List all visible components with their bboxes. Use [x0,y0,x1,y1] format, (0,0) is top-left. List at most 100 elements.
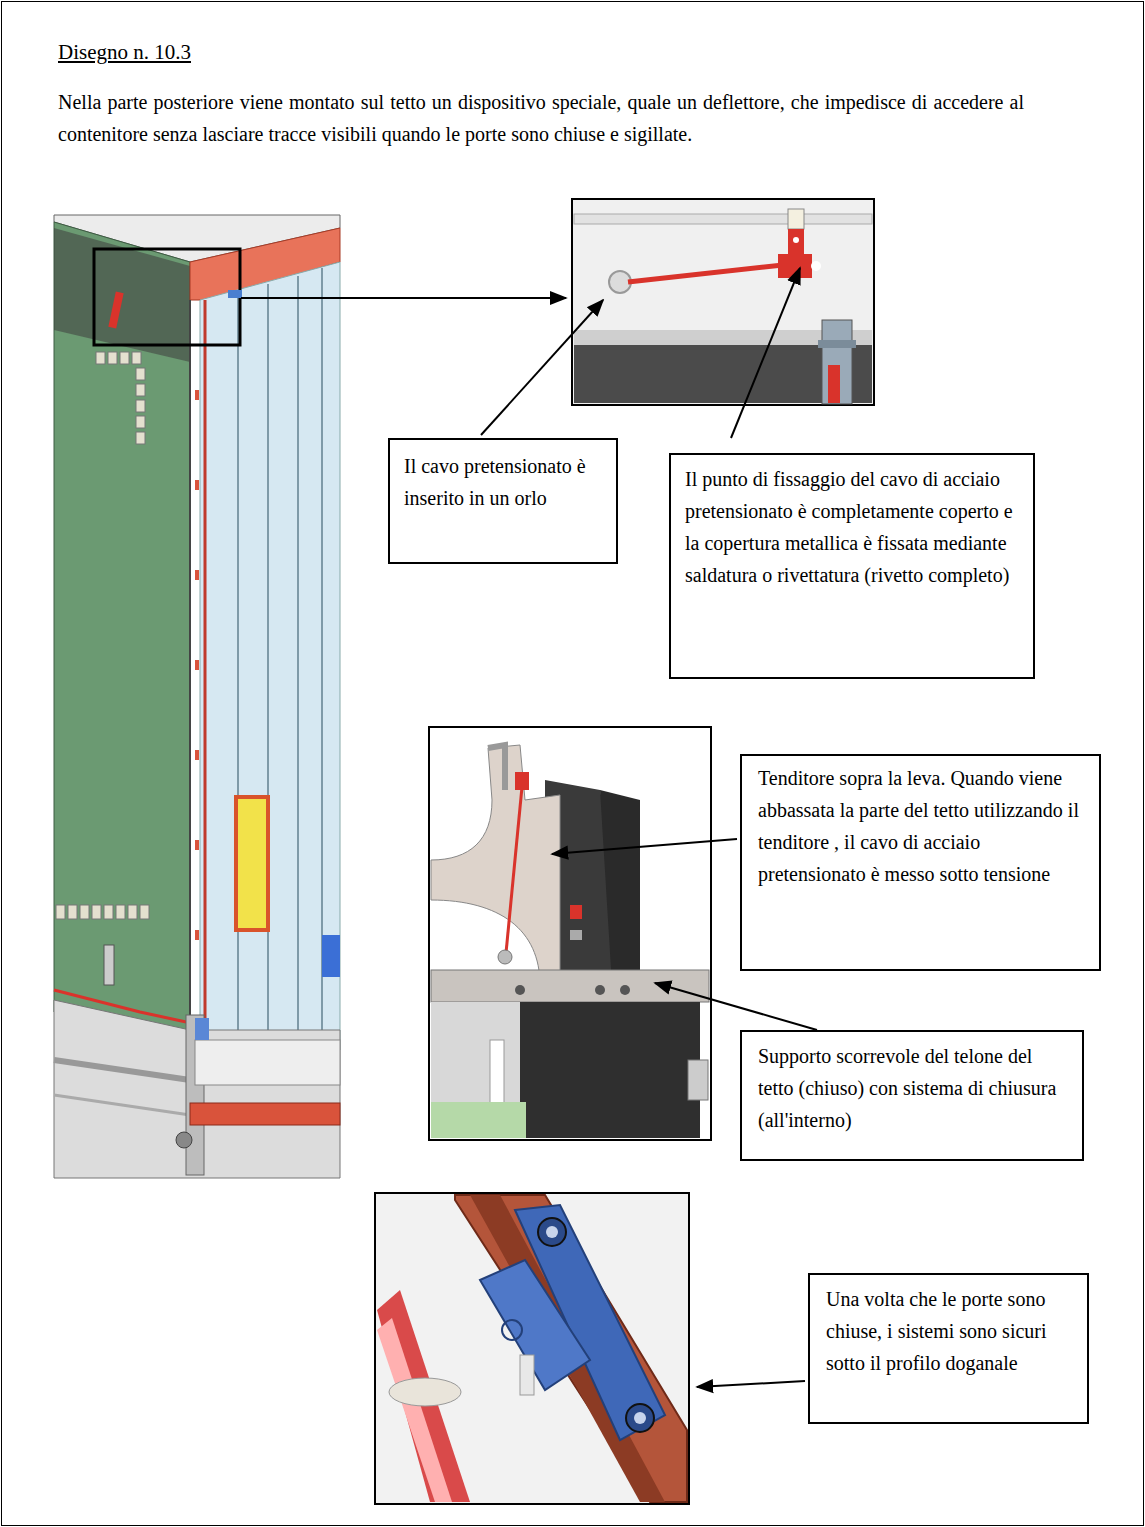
callout-box: Supporto scorrevole del telone del tetto… [740,1030,1084,1161]
drawing-part [431,1002,520,1102]
drawing-part [377,1318,452,1502]
drawing-part [228,290,242,298]
drawing-part [195,390,199,400]
detail-cable-fixing [572,199,874,405]
drawing-part [481,300,603,435]
drawing-part [818,340,856,348]
drawing-part [140,905,149,919]
drawing-part [600,790,640,985]
intro-paragraph: Nella parte posteriore viene montato sul… [58,86,1024,151]
drawing-part [828,365,840,403]
drawing-part [595,985,605,995]
drawing-part [793,237,799,243]
drawing-part [778,254,812,278]
drawing-part [688,1060,708,1100]
drawing-part [574,214,872,224]
drawing-part [498,950,512,964]
drawing-part [136,384,145,396]
drawing-part [520,1355,534,1395]
drawing-part [195,570,199,580]
drawing-title: Disegno n. 10.3 [58,36,191,70]
drawing-part [104,905,113,919]
zoom-arrow [241,297,566,299]
callout-text: Una volta che le porte sono chiuse, i si… [826,1283,1071,1379]
drawing-part [136,432,145,444]
drawing-part [572,199,874,405]
drawing-part [788,209,804,229]
drawing-part [731,268,800,438]
drawing-part [200,262,340,1050]
drawing-part [80,905,89,919]
drawing-part [377,1290,470,1502]
drawing-part [189,300,191,1050]
drawing-part [389,1378,461,1406]
drawing-part [488,745,505,790]
drawing-part [195,660,199,670]
drawing-part [626,1404,654,1432]
drawing-part [54,1095,190,1115]
drawing-part [470,1195,665,1502]
drawing-part [634,1412,646,1424]
trailer-view [54,215,340,1178]
drawing-part [56,352,149,919]
drawing-part [136,400,145,412]
drawing-part [132,352,141,364]
drawing-part [502,1320,522,1340]
drawing-part [195,750,199,760]
drawing-part [54,990,200,1025]
drawing-part [570,905,582,919]
drawing-part [54,1000,340,1178]
drawing-part [297,276,299,1050]
drawing-part [128,905,137,919]
drawing-part [176,1132,192,1148]
drawing-part [56,905,65,919]
drawing-part [628,265,783,282]
drawing-part [431,1102,526,1138]
drawing-part [620,985,630,995]
drawing-part [515,772,529,790]
callout-text: Supporto scorrevole del telone del tetto… [758,1040,1066,1136]
callout-box: Il cavo pretensionato è inserito in un o… [388,438,618,564]
drawing-part [506,787,522,953]
drawing-part [455,1195,687,1502]
drawing-part [375,1193,689,1504]
drawing-part [204,300,207,1050]
drawing-part [195,1018,209,1040]
drawing-part [538,1218,566,1246]
drawing-part [195,840,199,850]
drawing-part [431,745,560,985]
detail-customs-profile [375,1193,689,1504]
drawing-part [195,930,199,940]
callout-box: Tenditore sopra la leva. Quando viene ab… [740,754,1101,971]
callout-text: Il punto di fissaggio del cavo di acciai… [685,463,1019,591]
drawing-part [321,268,323,1050]
drawing-part [116,905,125,919]
drawing-part [480,1260,590,1390]
drawing-part [108,292,123,329]
drawing-part [104,945,114,985]
drawing-part [267,284,269,1050]
drawing-part [195,480,199,490]
drawing-part [195,1040,340,1085]
drawing-part [609,271,631,293]
drawing-part [92,905,101,919]
drawing-part [515,985,525,995]
drawing-part [236,797,268,930]
callout-box: Una volta che le porte sono chiuse, i si… [808,1273,1089,1424]
drawing-part [697,1381,805,1387]
callout-text: Il cavo pretensionato è inserito in un o… [404,450,602,514]
drawing-part [120,352,129,364]
callout-text: Tenditore sopra la leva. Quando viene ab… [758,762,1083,890]
drawing-part [822,320,852,404]
drawing-part [136,416,145,428]
callout-box: Il punto di fissaggio del cavo di acciai… [669,453,1035,679]
drawing-part [546,1226,558,1238]
detail-tensioner [429,727,711,1140]
drawing-part [429,727,711,1140]
drawing-part [570,930,582,940]
drawing-part [190,1103,340,1125]
drawing-part [94,249,240,345]
drawing-part [552,839,737,854]
drawing-part [520,1002,700,1138]
